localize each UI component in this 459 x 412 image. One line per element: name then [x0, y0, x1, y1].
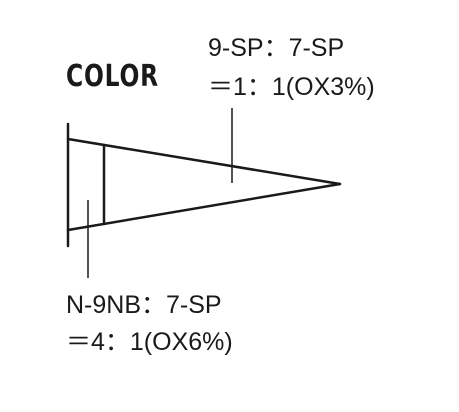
bottom-callout-mix: ＝4：1(OX6%) [66, 328, 233, 356]
top-callout-ratio: 9-SP：7-SP [208, 34, 345, 62]
top-callout-mix: ＝1：1(OX3%) [208, 73, 375, 101]
wedge-lower-edge [66, 182, 342, 232]
diagram-heading: COLOR [66, 59, 159, 94]
bottom-callout-ratio: N-9NB：7-SP [66, 291, 222, 319]
wedge-upper-edge [66, 137, 342, 186]
